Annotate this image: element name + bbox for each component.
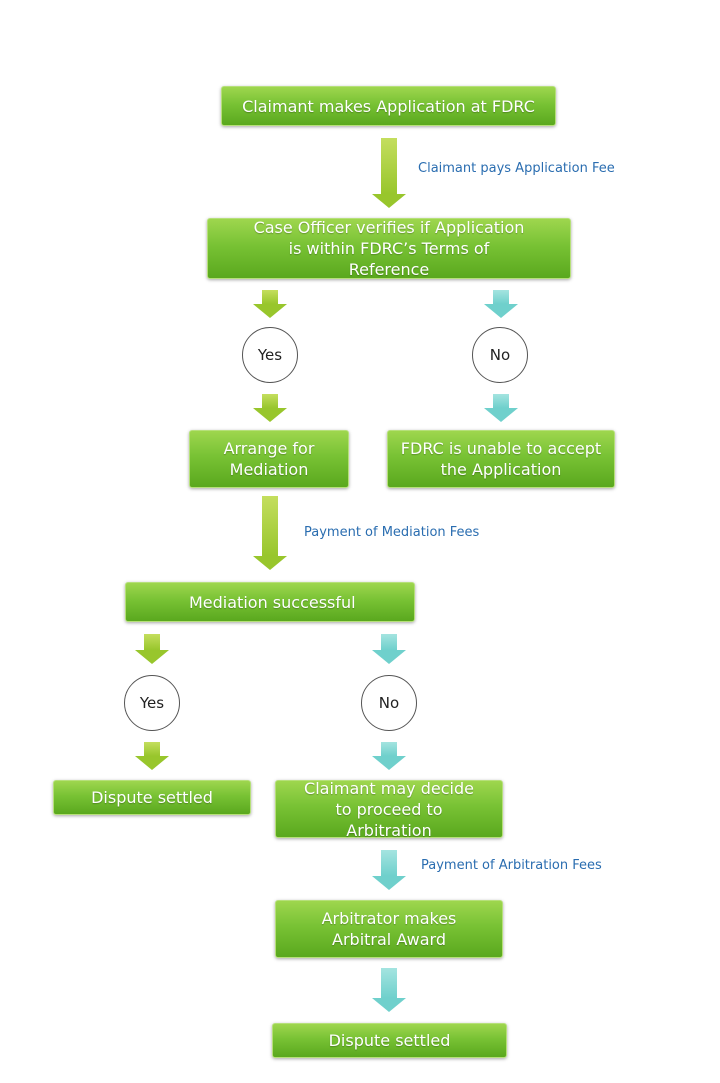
decision-no-2: No (361, 675, 417, 731)
decision-yes-1: Yes (242, 327, 298, 383)
arrow-down-icon (372, 850, 406, 890)
step-application: Claimant makes Application at FDRC (221, 86, 556, 126)
note-mediation-fees: Payment of Mediation Fees (304, 525, 480, 540)
step-dispute-settled-1: Dispute settled (53, 780, 251, 815)
note-application-fee: Claimant pays Application Fee (418, 161, 615, 176)
arrow-down-icon (253, 496, 287, 570)
arrow-down-icon (253, 394, 287, 422)
arrow-down-icon (372, 634, 406, 664)
arrow-down-icon (484, 394, 518, 422)
arrow-down-icon (372, 138, 406, 208)
step-arrange-mediation: Arrange for Mediation (189, 430, 349, 488)
arrow-down-icon (372, 742, 406, 770)
arrow-down-icon (372, 968, 406, 1012)
step-mediation-successful: Mediation successful (125, 582, 415, 622)
arrow-down-icon (484, 290, 518, 318)
arrow-down-icon (135, 634, 169, 664)
arrow-down-icon (253, 290, 287, 318)
step-proceed-arbitration: Claimant may decide to proceed to Arbitr… (275, 779, 503, 840)
note-arbitration-fees: Payment of Arbitration Fees (421, 858, 602, 873)
step-verify: Case Officer verifies if Application is … (207, 218, 571, 279)
decision-no-1: No (472, 327, 528, 383)
decision-yes-2: Yes (124, 675, 180, 731)
arrow-down-icon (135, 742, 169, 770)
step-unable-accept: FDRC is unable to accept the Application (387, 430, 615, 488)
step-dispute-settled-2: Dispute settled (272, 1023, 507, 1058)
step-arbitral-award: Arbitrator makes Arbitral Award (275, 900, 503, 958)
